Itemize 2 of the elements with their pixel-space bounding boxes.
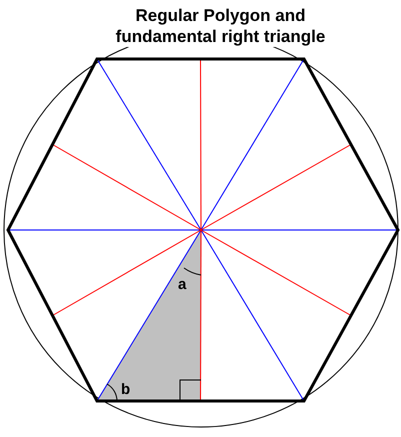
angle-label: a [178, 277, 186, 293]
angle-label: b [121, 382, 130, 398]
